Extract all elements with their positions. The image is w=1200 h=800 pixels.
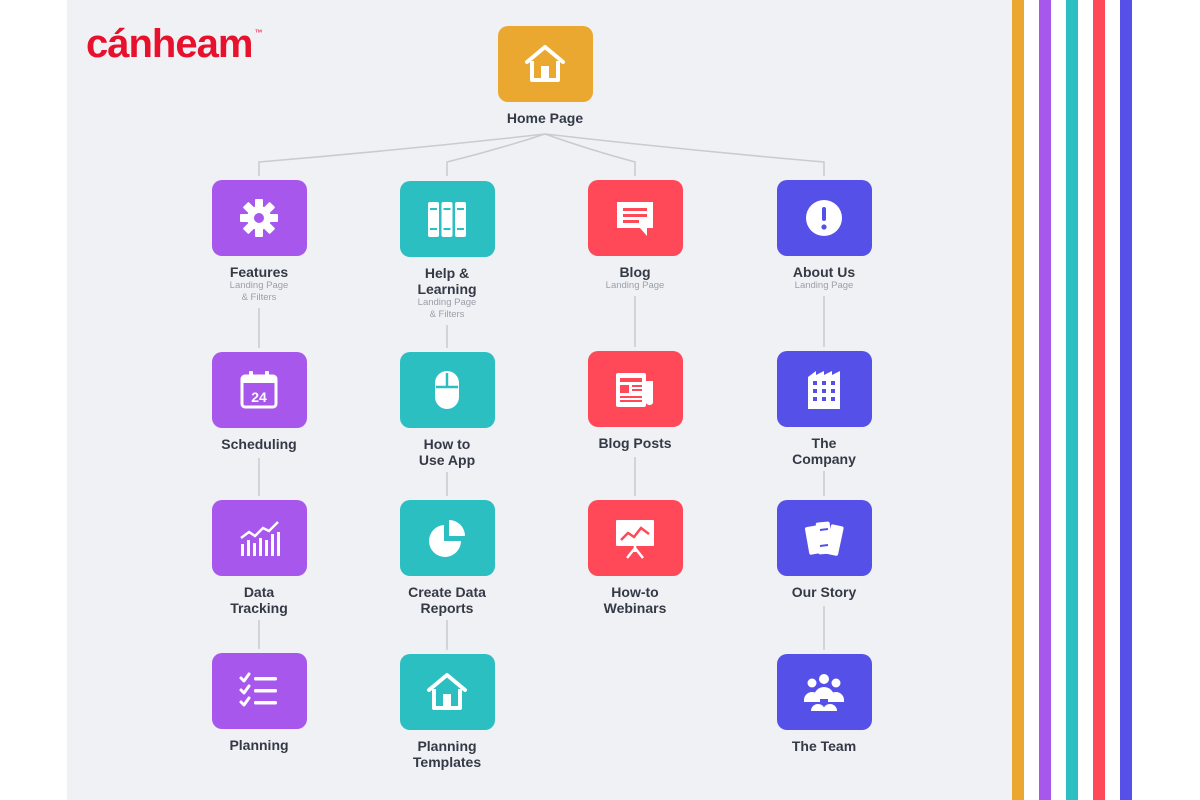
story-books-icon bbox=[802, 516, 846, 560]
pie-chart-icon bbox=[425, 516, 469, 560]
team-icon bbox=[802, 670, 846, 714]
node-home-page[interactable] bbox=[497, 26, 593, 102]
node-blog-posts[interactable] bbox=[587, 351, 683, 427]
node-help-learning[interactable] bbox=[399, 181, 495, 257]
node-blog[interactable] bbox=[587, 180, 683, 256]
node-data-tracking[interactable] bbox=[211, 500, 307, 576]
newspaper-icon bbox=[613, 367, 657, 411]
info-icon bbox=[802, 196, 846, 240]
decorative-stripes bbox=[1012, 0, 1200, 800]
node-sublabel: Landing Page bbox=[605, 280, 665, 291]
node-label-the-team: The Team bbox=[791, 738, 857, 754]
node-create-data-reports[interactable] bbox=[399, 500, 495, 576]
node-label-our-story: Our Story bbox=[791, 584, 857, 600]
logo-trademark: ™ bbox=[254, 27, 263, 37]
logo-text: cánheam bbox=[86, 21, 253, 66]
node-the-team[interactable] bbox=[776, 654, 872, 730]
books-icon bbox=[425, 197, 469, 241]
gear-icon bbox=[237, 196, 281, 240]
node-our-story[interactable] bbox=[776, 500, 872, 576]
node-sublabel: Landing Page bbox=[794, 280, 854, 291]
svg-text:24: 24 bbox=[251, 389, 267, 405]
house-icon bbox=[425, 670, 469, 714]
node-how-to-use-app[interactable] bbox=[399, 352, 495, 428]
stripe-4 bbox=[1120, 0, 1132, 800]
node-features[interactable] bbox=[211, 180, 307, 256]
building-icon bbox=[802, 367, 846, 411]
stripe-2 bbox=[1066, 0, 1078, 800]
node-label-home-page: Home Page bbox=[506, 110, 584, 126]
stripe-0 bbox=[1012, 0, 1024, 800]
node-planning-templates[interactable] bbox=[399, 654, 495, 730]
node-scheduling[interactable]: 24 bbox=[211, 352, 307, 428]
checklist-icon bbox=[237, 669, 281, 713]
node-about-us[interactable] bbox=[776, 180, 872, 256]
node-sublabel: & Filters bbox=[241, 292, 277, 303]
stripe-3 bbox=[1093, 0, 1105, 800]
stripe-1 bbox=[1039, 0, 1051, 800]
mouse-icon bbox=[425, 368, 469, 412]
node-label-planning: Planning bbox=[229, 737, 289, 753]
chat-bubble-icon bbox=[613, 196, 657, 240]
node-label-blog-posts: Blog Posts bbox=[598, 435, 672, 451]
node-sublabel: Landing Page bbox=[229, 280, 289, 291]
chart-growth-icon bbox=[237, 516, 281, 560]
node-sublabel: Landing Page bbox=[417, 297, 477, 308]
house-icon bbox=[523, 42, 567, 86]
node-the-company[interactable] bbox=[776, 351, 872, 427]
presentation-icon bbox=[613, 516, 657, 560]
brand-logo: cánheam ™ bbox=[86, 22, 262, 66]
node-sublabel: & Filters bbox=[429, 309, 465, 320]
node-planning[interactable] bbox=[211, 653, 307, 729]
node-how-to-webinars[interactable] bbox=[587, 500, 683, 576]
calendar-icon: 24 bbox=[237, 368, 281, 412]
node-label-scheduling: Scheduling bbox=[221, 436, 297, 452]
